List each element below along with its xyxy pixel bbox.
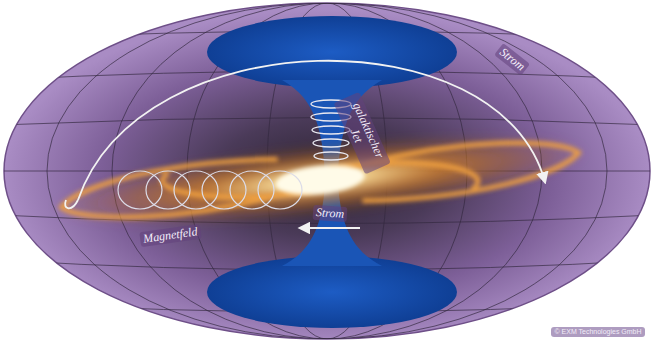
current-label: Strom — [312, 205, 347, 223]
current-arrows — [65, 61, 545, 228]
magnetic-field-loops — [118, 171, 302, 209]
grid-lines — [0, 3, 654, 339]
galaxy — [48, 118, 592, 242]
copyright-watermark: © EXM Technologies GmbH — [551, 327, 644, 337]
